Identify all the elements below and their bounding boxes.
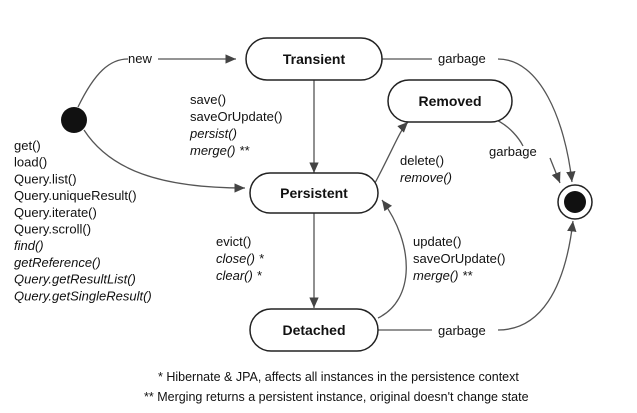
method-label: update() — [413, 234, 461, 249]
method-label: delete() — [400, 153, 444, 168]
edge-initial-to-persistent — [83, 129, 246, 193]
method-label: merge() ** — [413, 268, 473, 283]
method-label: close() * — [216, 251, 265, 266]
edge-detached-to-persistent — [377, 199, 407, 319]
method-list-transient-to-persistent: save() saveOrUpdate() persist() merge() ** — [189, 92, 282, 158]
method-label: get() — [14, 138, 41, 153]
method-label: Query.uniqueResult() — [14, 188, 137, 203]
method-label: saveOrUpdate() — [190, 109, 282, 124]
edge-detached-garbage — [378, 221, 573, 331]
method-label: saveOrUpdate() — [413, 251, 505, 266]
final-state-node — [564, 191, 586, 213]
method-list-persistent-to-detached: evict() close() * clear() * — [216, 234, 265, 283]
method-label: persist() — [189, 126, 237, 141]
edge-persistent-to-removed — [374, 121, 409, 184]
edge-label-garbage-removed: garbage — [489, 144, 537, 159]
method-list-persistent-to-removed: delete() remove() — [400, 153, 452, 185]
footnote-double-star: ** Merging returns a persistent instance… — [144, 390, 529, 404]
state-transient: Transient — [245, 37, 383, 81]
state-removed-label: Removed — [418, 93, 481, 109]
edge-label-garbage-transient: garbage — [438, 51, 486, 66]
method-label: find() — [14, 238, 44, 253]
state-detached-label: Detached — [282, 322, 345, 338]
method-label: remove() — [400, 170, 452, 185]
state-transient-label: Transient — [283, 51, 346, 67]
state-persistent-label: Persistent — [280, 185, 348, 201]
state-removed: Removed — [387, 79, 513, 123]
initial-state-node — [61, 107, 87, 133]
method-label: merge() ** — [190, 143, 250, 158]
method-label: clear() * — [216, 268, 262, 283]
method-label: Query.getSingleResult() — [14, 288, 152, 303]
method-label: Query.iterate() — [14, 205, 97, 220]
edge-label-new: new — [128, 51, 152, 66]
state-persistent: Persistent — [249, 172, 379, 214]
edge-label-garbage-detached: garbage — [438, 323, 486, 338]
method-label: Query.list() — [14, 171, 77, 186]
edge-new — [77, 59, 236, 108]
method-list-initial-to-persistent: get() load()Query.list() Query.uniqueResul… — [14, 138, 152, 303]
method-label: Query.scroll() — [14, 222, 91, 237]
method-label: save() — [190, 92, 226, 107]
edge-transient-garbage — [382, 58, 572, 182]
method-label: Query.getResultList() — [14, 272, 136, 287]
state-detached: Detached — [249, 308, 379, 352]
method-label: load() — [14, 155, 47, 170]
method-label: evict() — [216, 234, 251, 249]
method-list-detached-to-persistent: update() saveOrUpdate() merge() ** — [413, 234, 505, 283]
method-label: getReference() — [14, 255, 101, 270]
footnote-single-star: * Hibernate & JPA, affects all instances… — [158, 370, 519, 384]
